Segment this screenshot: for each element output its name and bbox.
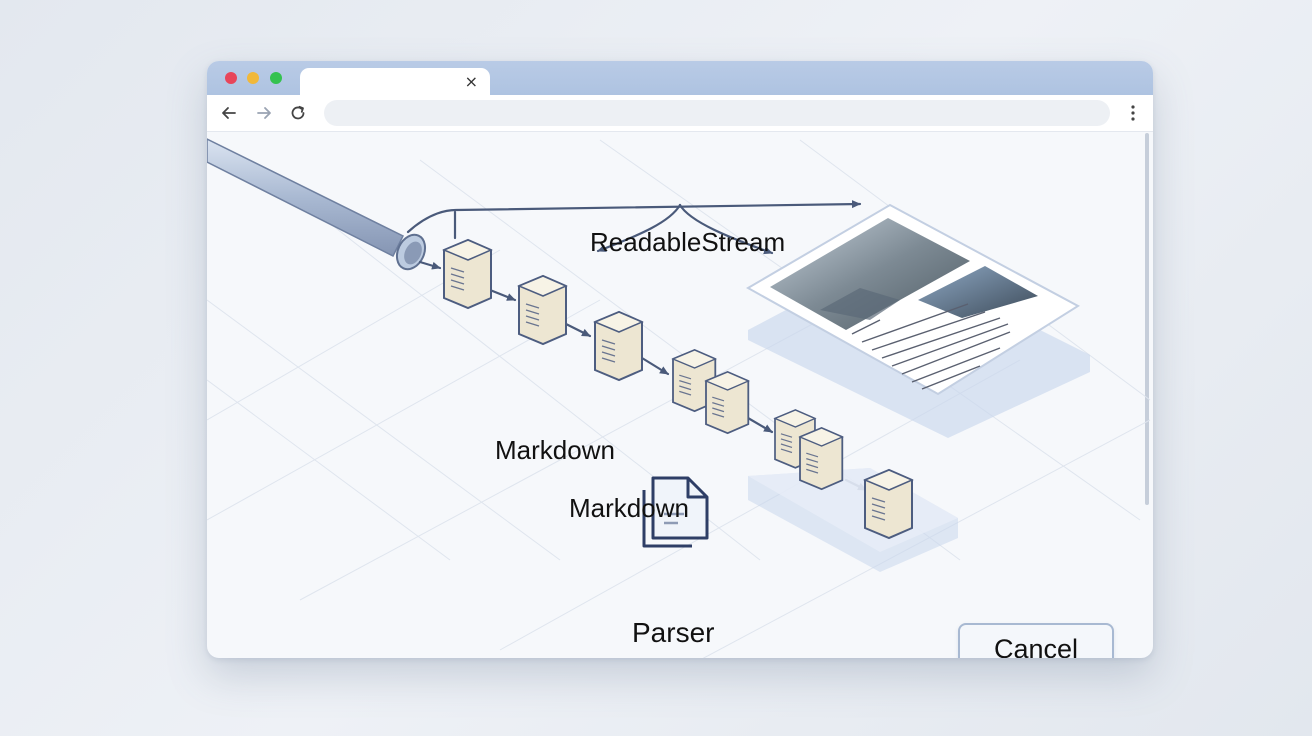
document-chunk-icon (863, 468, 914, 540)
document-chunk-icon (798, 427, 844, 491)
document-chunk-icon (704, 371, 750, 435)
stream-diagram (207, 138, 1151, 658)
scrollbar[interactable] (1145, 133, 1149, 505)
document-chunk-icon (517, 274, 568, 346)
parser-label: Parser (632, 617, 715, 648)
pipe-icon (207, 138, 427, 271)
minimize-window-dot[interactable] (247, 72, 259, 84)
back-arrow-icon[interactable] (219, 103, 239, 123)
browser-toolbar (207, 95, 1153, 132)
document-chunk-icon (671, 349, 717, 413)
close-window-dot[interactable] (225, 72, 237, 84)
cancel-button[interactable]: Cancel (958, 623, 1114, 658)
browser-window: × (207, 61, 1153, 658)
tab-close-icon[interactable]: × (464, 72, 478, 91)
maximize-window-dot[interactable] (270, 72, 282, 84)
title-bar: × (207, 61, 1153, 98)
page-content: ReadableStream Markdown Markdown Parser … (207, 131, 1153, 658)
more-menu-icon[interactable] (1125, 103, 1141, 123)
forward-arrow-icon[interactable] (254, 103, 274, 123)
reload-icon[interactable] (288, 103, 308, 123)
stream-arrows (406, 200, 868, 492)
markdown-label: Markdown (569, 493, 689, 523)
markdown-label: Markdown (495, 435, 615, 465)
rendered-page-icon (745, 203, 1090, 438)
address-bar[interactable] (324, 100, 1110, 126)
readable-stream-label: ReadableStream (590, 227, 786, 257)
parser-document-icon (642, 476, 709, 548)
document-chunk-icon (442, 238, 493, 310)
browser-tab[interactable]: × (300, 68, 490, 98)
document-chunk-icon (593, 310, 644, 382)
